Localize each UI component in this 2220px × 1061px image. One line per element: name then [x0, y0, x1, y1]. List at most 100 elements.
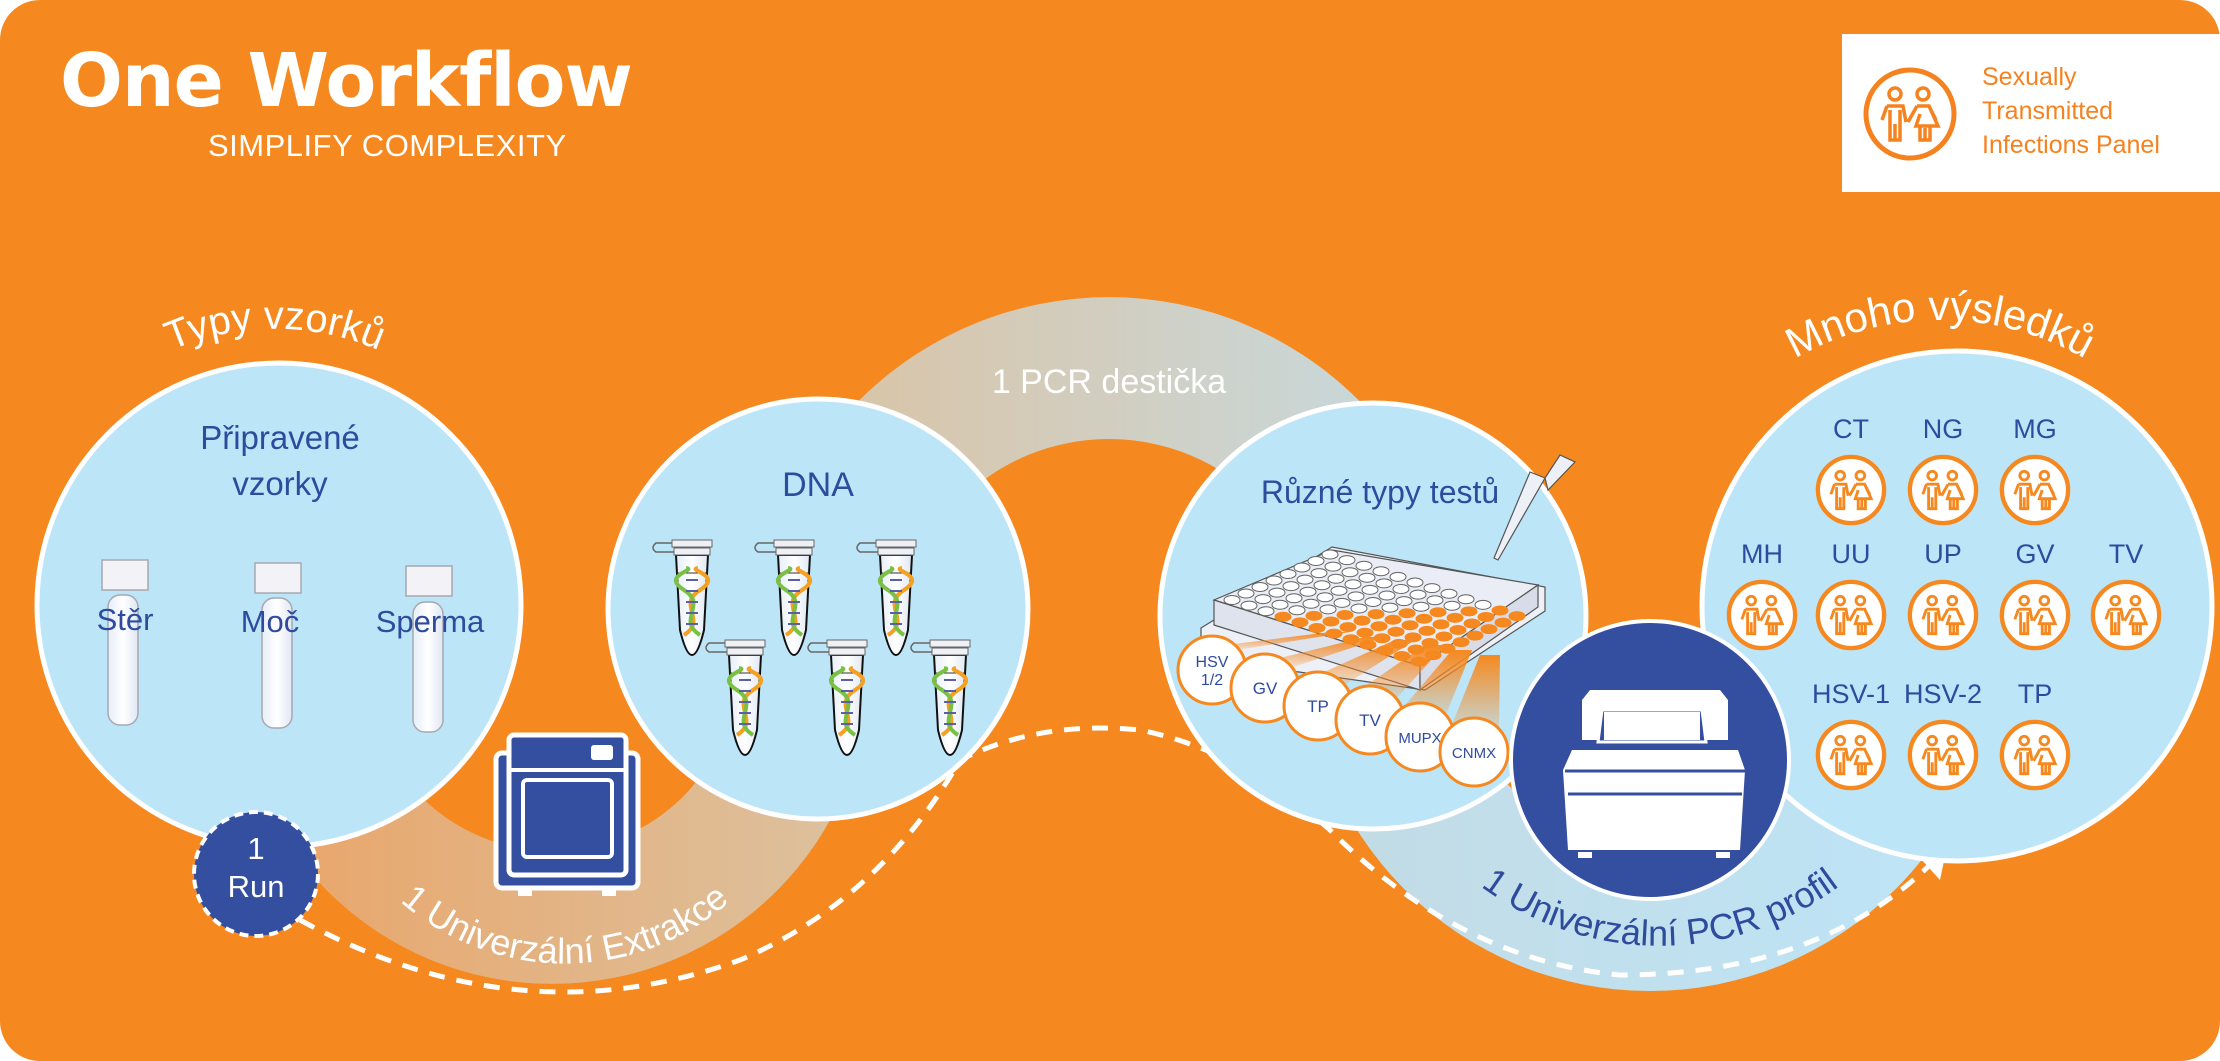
- result-item: CT: [1815, 414, 1887, 526]
- couple-icon: [1863, 67, 1957, 161]
- plate-well: [1418, 625, 1436, 636]
- plate-well: [1302, 598, 1320, 609]
- plate-well: [1336, 610, 1354, 620]
- plate-well: [1381, 602, 1399, 613]
- plate-well: [1370, 621, 1388, 632]
- plate-well: [1322, 616, 1340, 627]
- plate-well: [1387, 626, 1405, 637]
- plate-well: [1327, 573, 1345, 584]
- plate-well: [1271, 599, 1289, 610]
- plate-well: [1398, 608, 1416, 619]
- dna-tube-icon: [856, 539, 917, 656]
- plate-well: [1460, 606, 1478, 617]
- plate-well: [1339, 622, 1357, 633]
- plate-well: [1358, 572, 1376, 583]
- result-item: TV: [2090, 539, 2162, 651]
- plate-well: [1324, 561, 1342, 572]
- plate-well: [1423, 583, 1441, 594]
- dna-helix-icon: [828, 666, 866, 737]
- plate-well: [1378, 590, 1396, 601]
- plate-well: [1313, 580, 1331, 591]
- plate-well: [1457, 594, 1475, 605]
- plate-well: [1296, 574, 1314, 585]
- assay-label: CNMX: [1452, 745, 1496, 762]
- couple-icon: [1999, 579, 2071, 651]
- dna-helix-icon: [877, 566, 915, 637]
- plate-well: [1285, 593, 1303, 604]
- sample-label-swab: Stěr: [96, 602, 154, 637]
- sample-tube-semen: [405, 565, 453, 733]
- plate-well: [1364, 597, 1382, 607]
- assay-ray: [1395, 650, 1472, 717]
- pcr-plate-label: 1 PCR destička: [992, 363, 1226, 401]
- couple-icon: [1815, 454, 1887, 526]
- dna-helix-icon: [931, 666, 969, 737]
- plate-well: [1401, 620, 1419, 631]
- assay-bubble: CNMX: [1438, 716, 1510, 788]
- run-badge: [192, 810, 320, 938]
- couple-icon: [1815, 719, 1887, 791]
- plate-well: [1409, 589, 1427, 600]
- extraction-instrument-icon: [493, 732, 641, 896]
- dna-tube-icon: [910, 639, 971, 756]
- assay-label: GV: [1253, 679, 1278, 698]
- plate-well: [1338, 555, 1356, 566]
- result-label: UP: [1924, 539, 1962, 569]
- sample-tube-urine: [254, 562, 302, 729]
- plate-well: [1443, 600, 1461, 611]
- plate-well: [1330, 585, 1348, 596]
- plate-well: [1265, 575, 1283, 586]
- dna-tube-icon: [652, 539, 713, 656]
- dna-helix-icon: [775, 566, 813, 637]
- result-item: NG: [1907, 414, 1979, 526]
- plate-well: [1319, 604, 1337, 615]
- plate-well: [1463, 618, 1481, 629]
- plate-well: [1361, 584, 1379, 595]
- plate-well: [1355, 560, 1373, 571]
- plate-well: [1367, 609, 1385, 620]
- assay-label: TV: [1359, 711, 1381, 730]
- couple-icon: [1907, 454, 1979, 526]
- plate-well: [1477, 612, 1495, 622]
- assay-label: HSV: [1196, 654, 1229, 671]
- pipette-icon: [1493, 471, 1546, 561]
- pcr-profile-ribbon: [1303, 644, 1997, 991]
- plate-well: [1375, 578, 1393, 589]
- dna-tube-icon: [807, 639, 868, 756]
- result-item: HSV-2: [1904, 679, 1982, 791]
- couple-icon: [1999, 719, 2071, 791]
- couple-icon: [2090, 579, 2162, 651]
- flow-dashed-path: [298, 725, 1937, 995]
- result-item: UU: [1815, 539, 1887, 651]
- result-label: MH: [1741, 539, 1783, 569]
- dna-tube-icon: [705, 639, 766, 756]
- dna-helix-icon: [726, 666, 764, 737]
- result-item: MH: [1726, 539, 1798, 651]
- plate-well: [1240, 600, 1258, 611]
- samples-heading: Připravené vzorky: [200, 419, 360, 502]
- extraction-ribbon: [234, 666, 870, 984]
- plate-well: [1415, 613, 1433, 624]
- assay-ray: [1449, 655, 1500, 732]
- dna-heading: DNA: [782, 466, 854, 504]
- plate-well: [1288, 605, 1306, 616]
- plate-well: [1257, 606, 1275, 617]
- plate-well: [1350, 603, 1368, 614]
- couple-icon: [1907, 579, 1979, 651]
- assay-label: TP: [1307, 697, 1329, 716]
- plate-well: [1404, 632, 1422, 643]
- plate-well: [1389, 571, 1407, 582]
- plate-well: [1282, 581, 1300, 592]
- dna-tubes-group: [652, 539, 971, 756]
- plate-well: [1347, 591, 1365, 602]
- result-label: NG: [1923, 414, 1964, 444]
- tests-heading: Různé typy testů: [1260, 474, 1500, 510]
- plate-well: [1384, 614, 1402, 625]
- result-label: MG: [2013, 414, 2057, 444]
- plate-well: [1446, 612, 1464, 623]
- plate-well: [1279, 569, 1297, 579]
- plate-well: [1356, 627, 1374, 638]
- plate-well: [1316, 592, 1334, 603]
